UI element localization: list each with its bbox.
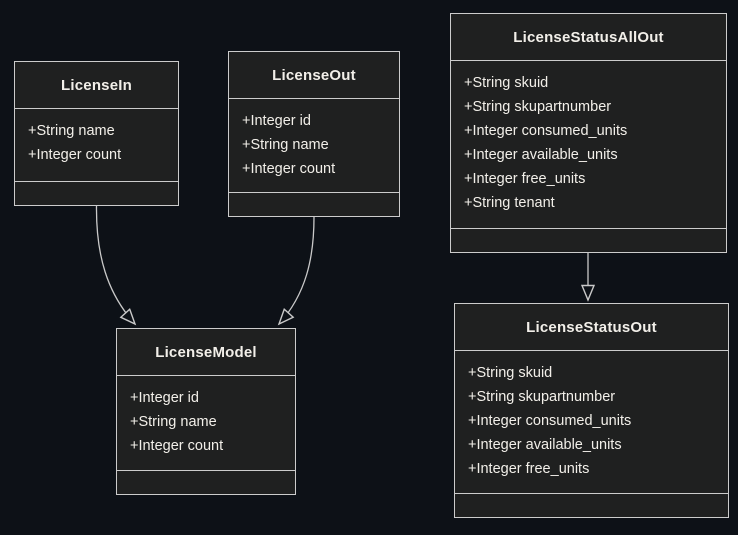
class-attribute: +Integer id — [130, 390, 199, 406]
class-methods-licenseout — [229, 193, 399, 216]
class-methods-licensemodel — [117, 471, 295, 494]
class-attribute: +Integer available_units — [464, 147, 618, 163]
class-attribute: +String name — [28, 123, 115, 139]
class-title-licenseout: LicenseOut — [272, 66, 356, 84]
class-attribute: +Integer available_units — [468, 437, 622, 453]
class-title-licensestatusallout: LicenseStatusAllOut — [513, 28, 664, 46]
class-attribute: +String tenant — [464, 195, 555, 211]
class-attribute: +Integer consumed_units — [468, 413, 632, 429]
class-attribute: +String skupartnumber — [468, 389, 616, 405]
class-attributes-licensestatusallout: +String skuid +String skupartnumber +Int… — [451, 60, 726, 229]
class-attributes-licensemodel: +Integer id +String name +Integer count — [117, 375, 295, 471]
class-attribute: +String skuid — [468, 365, 553, 381]
class-box-licensemodel: LicenseModel +Integer id +String name +I… — [116, 328, 296, 495]
class-box-licensestatusallout: LicenseStatusAllOut +String skuid +Strin… — [450, 13, 727, 253]
class-attribute: +String name — [130, 414, 217, 430]
class-methods-licensestatusallout — [451, 229, 726, 252]
class-attribute: +Integer free_units — [468, 461, 590, 477]
class-attribute: +String skupartnumber — [464, 99, 612, 115]
class-box-licenseout: LicenseOut +Integer id +String name +Int… — [228, 51, 400, 217]
class-attribute: +Integer consumed_units — [464, 123, 628, 139]
class-attribute: +String skuid — [464, 75, 549, 91]
class-attribute: +Integer count — [28, 147, 122, 163]
class-title-licensestatusout: LicenseStatusOut — [526, 318, 657, 336]
class-attribute: +Integer count — [130, 438, 224, 454]
class-attribute: +Integer count — [242, 161, 336, 177]
class-attributes-licensein: +String name +Integer count — [15, 108, 178, 182]
class-methods-licensein — [15, 182, 178, 205]
class-title-licensein: LicenseIn — [61, 76, 132, 94]
class-box-licensein: LicenseIn +String name +Integer count — [14, 61, 179, 206]
class-title-licensemodel: LicenseModel — [155, 343, 257, 361]
class-attributes-licenseout: +Integer id +String name +Integer count — [229, 98, 399, 193]
edge-licenseout-to-licensemodel — [279, 216, 315, 324]
class-attribute: +Integer free_units — [464, 171, 586, 187]
edge-licensein-to-licensemodel — [95, 205, 135, 324]
class-attribute: +Integer id — [242, 113, 311, 129]
class-attribute: +String name — [242, 137, 329, 153]
class-methods-licensestatusout — [455, 494, 728, 517]
class-attributes-licensestatusout: +String skuid +String skupartnumber +Int… — [455, 350, 728, 494]
class-box-licensestatusout: LicenseStatusOut +String skuid +String s… — [454, 303, 729, 518]
